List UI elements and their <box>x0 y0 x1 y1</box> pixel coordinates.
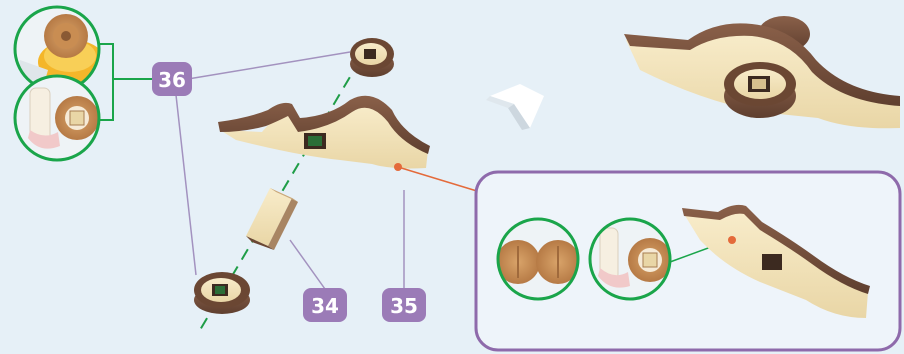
zoom-circle-two-gears <box>496 217 580 301</box>
part-number-35: 35 <box>390 294 418 318</box>
assembled-part <box>624 16 900 129</box>
zoom-circle-peg-gear <box>588 217 672 301</box>
part-number-36: 36 <box>158 68 186 92</box>
zoom-circle-glue-detail <box>13 5 101 93</box>
zoom-circle-peg-detail <box>13 74 101 162</box>
peg-piece <box>246 188 298 250</box>
part-badge-36: 36 <box>152 62 192 96</box>
part-badge-34: 34 <box>303 288 347 322</box>
detail-callout <box>397 166 902 352</box>
gear-piece-bottom <box>194 272 250 314</box>
part-number-34: 34 <box>311 294 339 318</box>
callout-arm-piece <box>682 204 870 318</box>
gear-piece-top <box>350 38 394 77</box>
bracket-connector <box>99 43 155 121</box>
part-badge-35: 35 <box>382 288 426 322</box>
leader-lines <box>175 51 405 290</box>
chevron-arrow-icon <box>486 84 544 130</box>
curved-arm-piece <box>218 95 430 171</box>
callout-pointer-line <box>397 166 491 196</box>
